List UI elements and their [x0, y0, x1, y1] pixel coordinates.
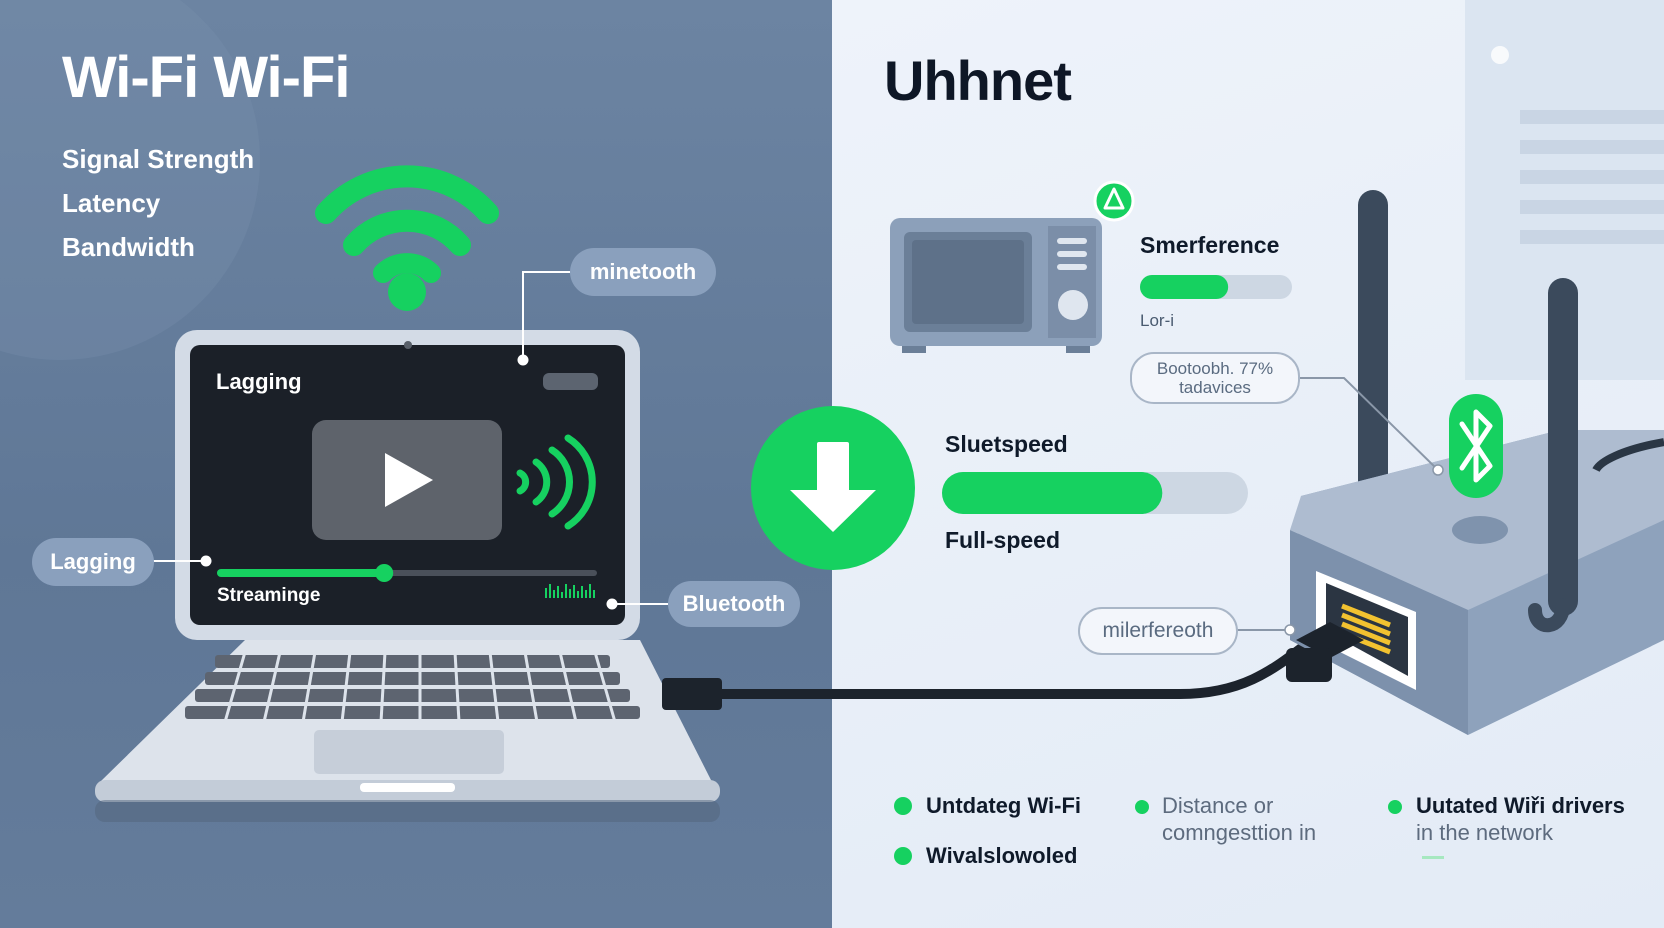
screen-window-button	[543, 373, 598, 390]
legend-item-3-line2: comngesttion in	[1162, 820, 1317, 845]
router-port-callout: milerfereoth	[1078, 607, 1238, 655]
wifi-icon	[315, 165, 499, 311]
bubble-line-2: tadavices	[1179, 378, 1251, 397]
callout-top: minetooth	[570, 248, 716, 296]
bg-circle-decor	[0, 0, 260, 360]
alert-icon	[1093, 180, 1135, 222]
legend-dot-3	[1135, 800, 1149, 814]
laptop-illustration	[95, 330, 720, 822]
window-blinds-decor	[1520, 110, 1664, 244]
legend-dot-2	[894, 847, 912, 865]
metric-signal-strength: Signal Strength	[62, 144, 255, 174]
legend-item-1: Untdateg Wi-Fi	[926, 793, 1081, 818]
speed-label: Sluetspeed	[945, 431, 1068, 457]
progress-knob	[375, 564, 394, 582]
callout-right: Bluetooth	[668, 581, 800, 627]
download-arrow-icon	[751, 406, 915, 570]
metric-bandwidth: Bandwidth	[62, 232, 195, 262]
trackpad	[314, 730, 504, 774]
bluetooth-icon	[1449, 394, 1503, 498]
legend-dot-1	[894, 797, 912, 815]
legend-item-3: Distance or comngesttion in	[1162, 792, 1316, 846]
metric-latency: Latency	[62, 188, 161, 218]
audio-meter-icon	[545, 584, 595, 598]
ethernet-title: Uhhnet	[884, 49, 1072, 112]
progress-fill	[217, 569, 385, 577]
router-callout-lines	[1236, 377, 1439, 631]
legend-dot-4	[1388, 800, 1402, 814]
legend-item-4: Uutated Wiři drivers in the network	[1416, 792, 1625, 846]
legend-item-2: Wivalslowoled	[926, 843, 1078, 868]
microwave-icon	[890, 218, 1102, 353]
bluetooth-bubble: Bootoobh. 77% tadavices	[1130, 352, 1300, 404]
speed-bar-fill	[942, 472, 1163, 514]
interference-bar-fill	[1140, 275, 1229, 299]
wifi-title: Wi-Fi Wi-Fi	[62, 45, 351, 110]
legend-item-4-line2: in the network	[1416, 820, 1553, 845]
router-icon	[1286, 190, 1664, 735]
sound-wave-icon	[516, 434, 596, 530]
interference-sublabel: Lor-i	[1140, 311, 1175, 330]
play-icon	[385, 453, 433, 507]
bubble-line-1: Bootoobh. 77%	[1156, 359, 1274, 378]
interference-label: Smerference	[1140, 232, 1280, 258]
callout-left: Lagging	[32, 538, 154, 586]
callout-lines	[152, 271, 668, 605]
screen-title: Lagging	[216, 369, 302, 394]
speed-sublabel: Full-speed	[945, 527, 1061, 553]
legend-item-4-line1: Uutated Wiři drivers	[1416, 793, 1625, 818]
legend-item-3-line1: Distance or	[1162, 793, 1274, 818]
screen-caption: Streaminge	[217, 585, 321, 606]
